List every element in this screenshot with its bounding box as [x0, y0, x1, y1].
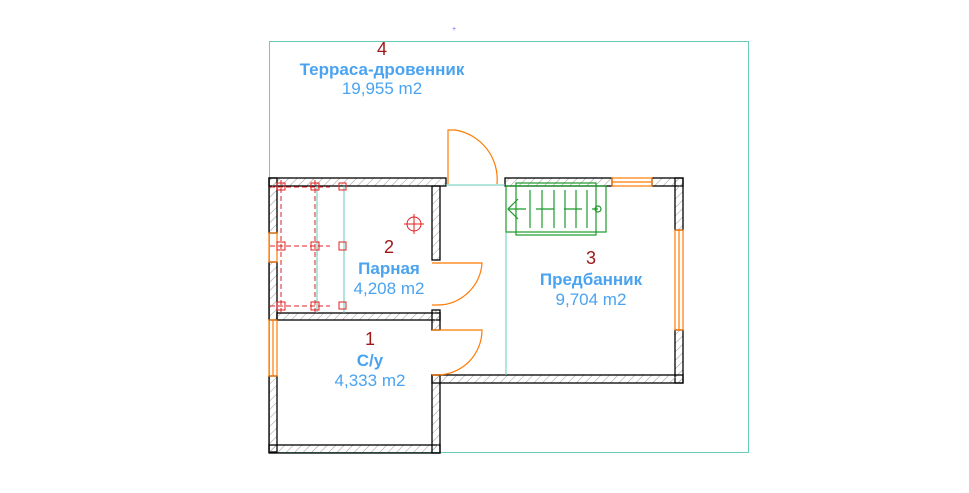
room-2-label: 2 Парная 4,208 m2 — [354, 238, 425, 297]
room-name: Парная — [358, 259, 420, 278]
staircase — [505, 182, 607, 236]
room-3-label: 3 Предбанник 9,704 m2 — [540, 249, 642, 308]
room-number: 1 — [364, 329, 376, 349]
origin-marker: + — [452, 26, 456, 33]
terrace-zone-boundary — [269, 41, 749, 453]
room-name: С/у — [356, 351, 384, 370]
room-area: 4,208 m2 — [353, 279, 425, 298]
room-name: Терраса-дровенник — [299, 60, 465, 79]
room-4-label: 4 Терраса-дровенник 19,955 m2 — [300, 40, 465, 97]
room-name: Предбанник — [539, 270, 643, 289]
door-terrace — [447, 129, 498, 185]
room-number: 2 — [383, 237, 395, 257]
doors-windows — [268, 129, 684, 377]
room-number: 3 — [585, 248, 596, 268]
room-area: 9,704 m2 — [555, 290, 627, 309]
room-1-label: 1 С/у 4,333 m2 — [335, 330, 406, 389]
room-number: 4 — [376, 39, 388, 59]
door-parnaya — [432, 262, 483, 306]
window-left-1 — [268, 232, 278, 263]
sauna-equipment — [270, 180, 424, 316]
walls — [268, 177, 684, 454]
room-area: 19,955 m2 — [341, 79, 423, 98]
door-su — [432, 329, 483, 376]
room-area: 4,333 m2 — [334, 371, 406, 390]
